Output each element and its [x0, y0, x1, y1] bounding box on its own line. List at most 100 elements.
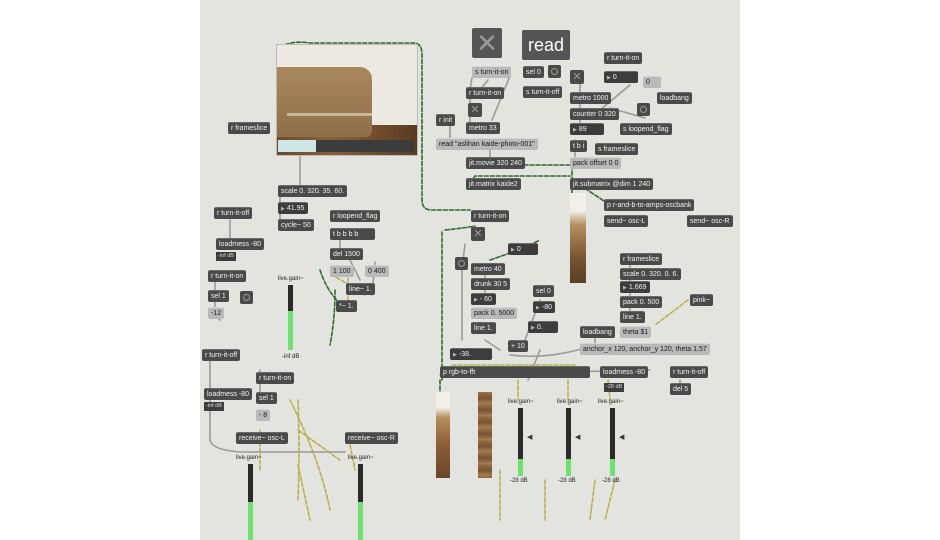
- inf-db-number[interactable]: -inf dB: [216, 252, 236, 261]
- send-osc-r[interactable]: send~ osc-R: [687, 215, 733, 227]
- jit-matrix[interactable]: jit.matrix kaide2: [466, 178, 521, 190]
- send-osc-l[interactable]: send~ osc-L: [604, 215, 649, 227]
- message-1-100[interactable]: 1 100: [330, 265, 354, 277]
- receive-osc-l[interactable]: receive~ osc-L: [236, 432, 288, 444]
- s-loopend-flag[interactable]: s loopend_flag: [620, 123, 672, 135]
- line1-right[interactable]: line 1.: [620, 311, 645, 323]
- r-turn-it-on-center[interactable]: r turn-it-on: [471, 210, 510, 222]
- s-frameslice[interactable]: s frameslice: [595, 143, 639, 155]
- inf-db-bl[interactable]: -inf dB: [204, 402, 224, 411]
- s-turn-it-off-top[interactable]: s turn-it-off: [523, 86, 563, 98]
- del-1500[interactable]: del 1500: [330, 248, 363, 260]
- metro1000[interactable]: metro 1000: [570, 92, 612, 104]
- loadmess-80-right[interactable]: loadmess -80: [600, 366, 649, 378]
- r-frameslice-left[interactable]: r frameslice: [228, 122, 271, 134]
- r-init[interactable]: r init: [436, 114, 456, 126]
- drunk[interactable]: drunk 30 5: [471, 278, 511, 290]
- number-60[interactable]: - 60: [471, 293, 496, 305]
- gain-handle-icon[interactable]: ◀: [619, 434, 625, 441]
- gain-db-left: -inf dB: [282, 354, 300, 360]
- number-0-dot[interactable]: 0.: [528, 321, 558, 333]
- message-8[interactable]: - 8: [256, 409, 271, 421]
- live-gain-meter-c2[interactable]: [566, 408, 571, 476]
- number-1-669[interactable]: 1.669: [620, 281, 650, 293]
- live-gain-meter-br[interactable]: [358, 464, 363, 540]
- line1-center[interactable]: line 1.: [471, 322, 496, 334]
- r-turn-it-off-left[interactable]: r turn-it-off: [214, 207, 253, 219]
- main-toggle-x-icon[interactable]: ✕: [472, 28, 502, 58]
- bang-icon-tr[interactable]: [637, 103, 650, 116]
- number-41-95[interactable]: 41.95: [278, 202, 308, 214]
- bang-icon-center[interactable]: [455, 257, 468, 270]
- r-turn-it-off-bl[interactable]: r turn-it-off: [202, 349, 241, 361]
- number-89[interactable]: 89: [570, 123, 604, 135]
- message-0[interactable]: 0: [643, 76, 661, 88]
- loadbang-right[interactable]: loadbang: [580, 326, 615, 338]
- r-loopend-flag[interactable]: r loopend_flag: [330, 210, 381, 222]
- number-neg38[interactable]: -38.: [450, 348, 492, 360]
- del-5[interactable]: del 5: [670, 383, 692, 395]
- plus-10[interactable]: + 10: [508, 340, 528, 352]
- toggle-x-icon-center[interactable]: ✕: [471, 227, 485, 241]
- line-tilde[interactable]: line~ 1.: [346, 283, 375, 295]
- db-28-number[interactable]: -28 dB: [604, 383, 625, 392]
- r-frameslice-right[interactable]: r frameslice: [620, 253, 663, 265]
- t-b-b-b-b[interactable]: t b b b b: [330, 228, 375, 240]
- sel0-center[interactable]: sel 0: [533, 285, 554, 297]
- live-gain-meter-left[interactable]: [288, 285, 293, 350]
- gain-handle-icon[interactable]: ◀: [527, 434, 533, 441]
- frame-slider[interactable]: [278, 140, 414, 152]
- bang-icon[interactable]: [548, 65, 561, 78]
- r-turn-it-on-bl[interactable]: r turn-it-on: [256, 372, 295, 384]
- pack-offset[interactable]: pack offset 0 0: [570, 157, 622, 169]
- anchor-message[interactable]: anchor_x 120, anchor_y 120, theta 1.57: [580, 343, 710, 355]
- scale-left[interactable]: scale 0. 320. 35. 60.: [278, 185, 348, 197]
- live-gain-meter-c1[interactable]: [518, 408, 523, 476]
- scale-right[interactable]: scale 0. 320. 0. 6.: [620, 268, 682, 280]
- loadbang-tr[interactable]: loadbang: [657, 92, 692, 104]
- live-gain-meter-bl[interactable]: [248, 464, 253, 540]
- t-b-i[interactable]: t b i: [570, 140, 588, 152]
- metro40[interactable]: metro 40: [471, 263, 505, 275]
- counter[interactable]: counter 0 320: [570, 108, 619, 120]
- number-neg80-center[interactable]: -80: [533, 301, 555, 313]
- loadmess-80-left[interactable]: loadmess -80: [216, 238, 265, 250]
- jit-movie[interactable]: jit.movie 320 240: [466, 157, 525, 169]
- mult-tilde[interactable]: *~ 1.: [336, 300, 357, 312]
- meter-fill: [248, 502, 253, 540]
- pack-0-5000[interactable]: pack 0. 5000: [471, 307, 518, 319]
- r-turn-it-off-right[interactable]: r turn-it-off: [670, 366, 709, 378]
- plinth-object: [277, 67, 372, 137]
- theta-message[interactable]: theta $1: [620, 326, 652, 338]
- sel1-left[interactable]: sel 1: [208, 290, 229, 302]
- loadmess-80-bl[interactable]: loadmess -80: [204, 388, 253, 400]
- r-turn-it-on-tr[interactable]: r turn-it-on: [604, 52, 643, 64]
- pink-noise[interactable]: pink~: [690, 294, 713, 306]
- sel0-top[interactable]: sel 0: [523, 66, 544, 78]
- pack-0-500[interactable]: pack 0. 500: [620, 296, 663, 308]
- toggle-x-icon[interactable]: ✕: [468, 103, 482, 117]
- live-gain-meter-c3[interactable]: [610, 408, 615, 476]
- sel1-bl[interactable]: sel 1: [256, 392, 277, 404]
- p-r-and-b-oscbank[interactable]: p r-and-b-to-amps-oscbank: [604, 199, 695, 211]
- r-turn-it-on-left[interactable]: r turn-it-on: [208, 270, 247, 282]
- frame-slider-fill: [278, 140, 316, 152]
- receive-osc-r[interactable]: receive~ osc-R: [345, 432, 398, 444]
- message-neg12[interactable]: -12: [208, 307, 225, 319]
- cycle-50[interactable]: cycle~ 50: [278, 219, 314, 231]
- metro33[interactable]: metro 33: [466, 122, 500, 134]
- read-button[interactable]: read: [522, 30, 571, 60]
- r-turn-it-on-mid[interactable]: r turn-it-on: [466, 87, 505, 99]
- message-0-400[interactable]: 0 400: [365, 265, 389, 277]
- live-gain-label-bl: live.gain~: [236, 455, 262, 461]
- gain-handle-icon[interactable]: ◀: [575, 434, 581, 441]
- max-patcher-canvas[interactable]: ✕ read s turn-it-on sel 0 s turn-it-off …: [200, 0, 740, 540]
- jit-submatrix[interactable]: jit.submatrix @dim 1 240: [570, 178, 654, 190]
- bang-icon-left[interactable]: [240, 291, 253, 304]
- number-0-tr[interactable]: 0: [604, 71, 638, 83]
- toggle-x-icon-tr[interactable]: ✕: [570, 70, 584, 84]
- read-file-message[interactable]: read "aslihan kaide-photo-001": [436, 138, 538, 150]
- s-turn-it-on-top[interactable]: s turn-it-on: [472, 66, 512, 78]
- number-0-center[interactable]: 0: [508, 243, 538, 255]
- p-rgb-to-fft[interactable]: p rgb-to-fft: [440, 366, 590, 378]
